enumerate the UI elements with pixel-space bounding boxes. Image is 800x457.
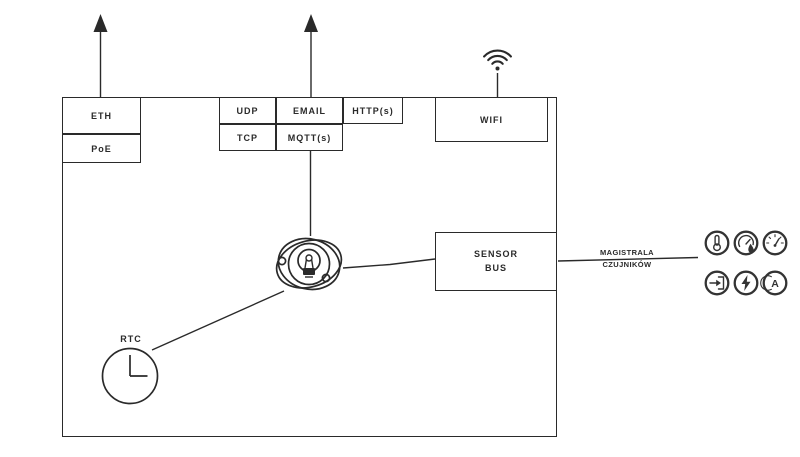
udp-box: UDP bbox=[219, 97, 276, 124]
eth-label: ETH bbox=[91, 110, 112, 121]
ammeter-glyph: A bbox=[771, 278, 779, 290]
bus-label-line2: CZUJNIKÓW bbox=[602, 260, 652, 269]
rtc-label: RTC bbox=[120, 334, 142, 344]
pressure-gauge-icon bbox=[762, 230, 788, 256]
wifi-label: WIFI bbox=[480, 114, 503, 125]
sensor-bus-label-line1: SENSOR bbox=[473, 249, 518, 260]
temperature-sensor-icon bbox=[704, 230, 730, 256]
http-label: HTTP(s) bbox=[352, 105, 394, 116]
humidity-sensor-icon bbox=[733, 230, 759, 256]
poe-box: PoE bbox=[62, 134, 141, 163]
tcp-box: TCP bbox=[219, 124, 276, 151]
sensor-bus-label-line2: BUS bbox=[484, 262, 507, 273]
voltage-sensor-icon bbox=[733, 270, 759, 296]
wifi-signal-icon bbox=[483, 49, 512, 71]
poe-label: PoE bbox=[91, 143, 112, 154]
tcp-label: TCP bbox=[237, 132, 258, 143]
email-box: EMAIL bbox=[276, 97, 343, 124]
bus-label-line1: MAGISTRALA bbox=[600, 248, 654, 257]
mqtt-box: MQTT(s) bbox=[276, 124, 343, 151]
digital-input-icon bbox=[704, 270, 730, 296]
http-box: HTTP(s) bbox=[343, 97, 403, 124]
uplink-arrow-email bbox=[304, 14, 318, 97]
eth-box: ETH bbox=[62, 97, 141, 134]
sensor-bus-box: SENSOR BUS bbox=[435, 232, 557, 291]
current-sensor-icon: A bbox=[760, 270, 788, 296]
udp-label: UDP bbox=[236, 105, 259, 116]
wifi-box: WIFI bbox=[435, 97, 548, 142]
mqtt-label: MQTT(s) bbox=[287, 132, 332, 143]
email-label: EMAIL bbox=[293, 105, 326, 116]
uplink-arrow-eth bbox=[93, 14, 108, 97]
